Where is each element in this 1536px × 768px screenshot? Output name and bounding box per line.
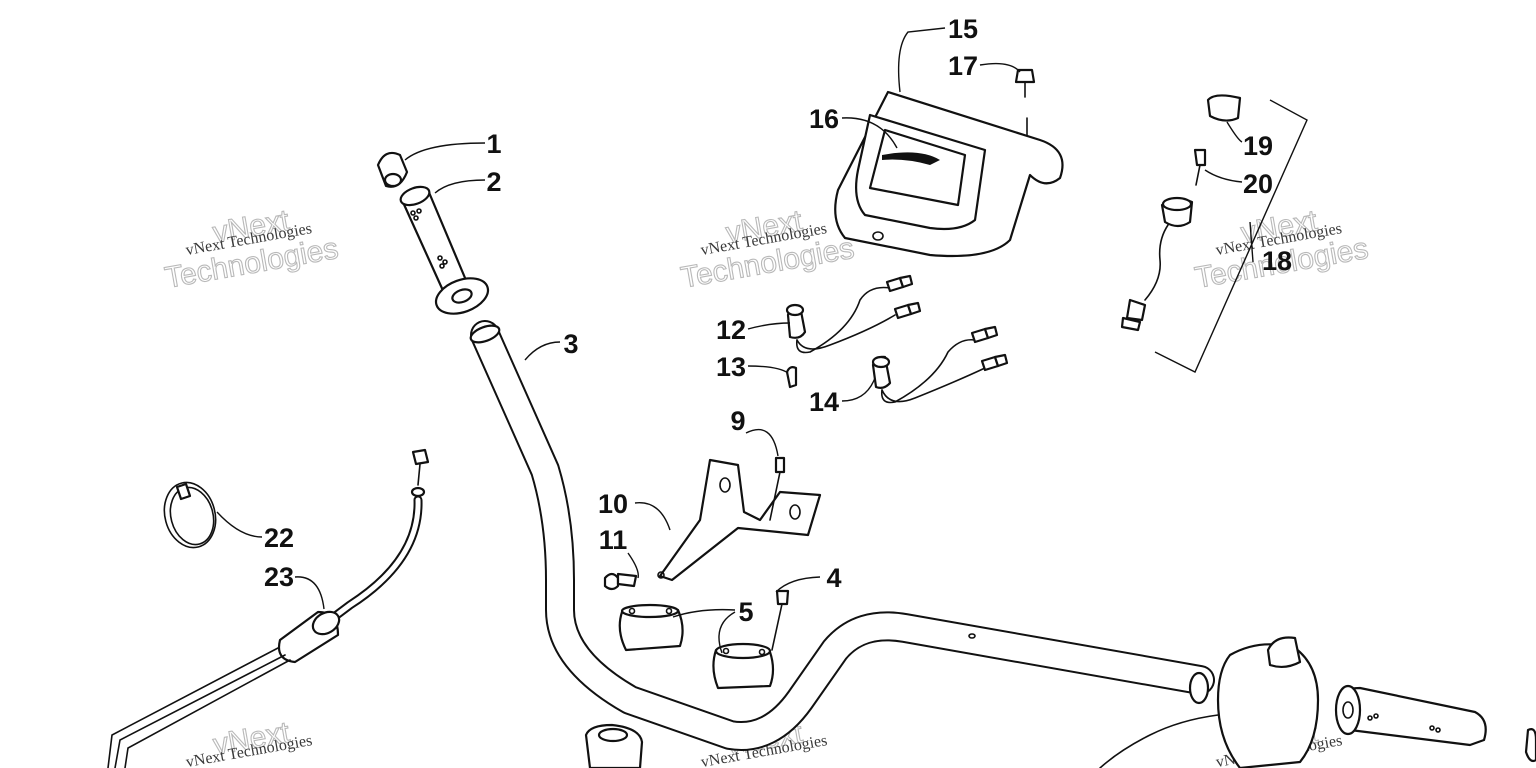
left-grip bbox=[399, 185, 490, 315]
watermark-bottom-left: vNext vNext Technologies bbox=[185, 715, 314, 768]
watermark-top-center: Technologies vNext vNext Technologies bbox=[678, 204, 857, 296]
key-switch bbox=[1120, 94, 1308, 373]
bar-end-plug bbox=[376, 151, 409, 188]
watermark-top-left: Technologies vNext vNext Technologies bbox=[162, 203, 341, 295]
callout-10: 10 bbox=[598, 489, 628, 519]
callout-22: 22 bbox=[264, 523, 294, 553]
right-grip bbox=[1334, 684, 1536, 763]
clamp-bolt bbox=[771, 589, 790, 651]
callout-3: 3 bbox=[563, 329, 578, 359]
callout-13: 13 bbox=[716, 352, 746, 382]
leader-lines bbox=[216, 27, 1254, 654]
callout-16: 16 bbox=[809, 104, 839, 134]
callout-9: 9 bbox=[730, 406, 745, 436]
callout-17: 17 bbox=[948, 51, 978, 81]
handlebar-clamp-upper bbox=[618, 603, 684, 652]
callout-15: 15 bbox=[948, 14, 978, 44]
handlebar-clamp-lower bbox=[712, 642, 775, 690]
light-socket-lower bbox=[871, 325, 1009, 404]
callout-1: 1 bbox=[486, 129, 501, 159]
bulb bbox=[785, 366, 798, 389]
cable-tie bbox=[163, 481, 217, 549]
callout-18: 18 bbox=[1262, 246, 1292, 276]
headlight-pod bbox=[834, 90, 1064, 258]
callout-11: 11 bbox=[599, 525, 628, 555]
mounting-bolt bbox=[1014, 68, 1036, 136]
callout-20: 20 bbox=[1243, 169, 1273, 199]
callout-23: 23 bbox=[264, 562, 294, 592]
throttle-housing bbox=[1099, 636, 1320, 768]
throttle-cable bbox=[107, 448, 430, 768]
handlebar bbox=[469, 320, 1215, 751]
callout-2: 2 bbox=[486, 167, 501, 197]
callout-14: 14 bbox=[809, 387, 839, 417]
riser-block bbox=[584, 723, 644, 768]
headlight-bracket bbox=[603, 456, 822, 591]
callout-12: 12 bbox=[716, 315, 746, 345]
callout-5: 5 bbox=[738, 597, 753, 627]
callout-19: 19 bbox=[1243, 131, 1273, 161]
callouts: 1 2 3 4 5 9 10 11 12 13 14 15 16 17 18 1… bbox=[264, 14, 1292, 627]
callout-4: 4 bbox=[826, 563, 841, 593]
light-socket-upper bbox=[785, 274, 922, 354]
